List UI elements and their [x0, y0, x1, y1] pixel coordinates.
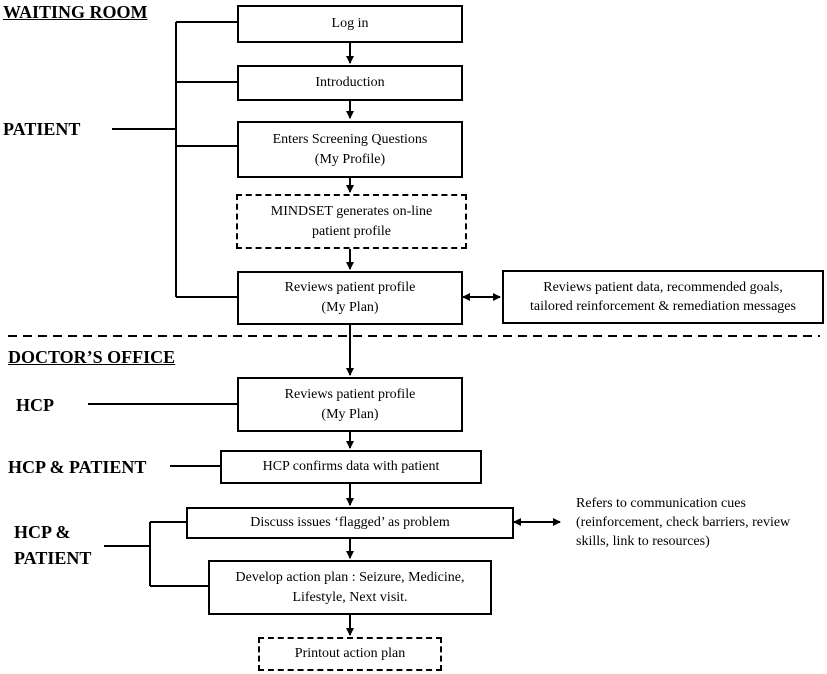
step-reviews-patient-data: Reviews patient data, recommended goals,… — [502, 270, 824, 324]
step-mindset-line2: patient profile — [312, 223, 391, 239]
step-refers-line2: (reinforcement, check barriers, review — [576, 514, 791, 530]
step-hcp-reviews-line2: (My Plan) — [321, 406, 379, 422]
step-screening-line1: Enters Screening Questions — [272, 131, 428, 147]
step-screening-questions: Enters Screening Questions (My Profile) — [237, 121, 463, 178]
step-reviews-patient-line1: Reviews patient profile — [284, 280, 416, 295]
step-reviews-patient-profile: Reviews patient profile (My Plan) — [237, 271, 463, 325]
step-introduction-label: Introduction — [315, 75, 385, 90]
step-printout-action-plan: Printout action plan — [258, 637, 442, 671]
step-hcp-reviews-line1: Reviews patient profile — [284, 386, 416, 402]
role-hcp-patient-2-line1: HCP & — [14, 522, 71, 542]
step-discuss-issues: Discuss issues ‘flagged’ as problem — [186, 507, 514, 539]
role-hcp-patient-2-line2: PATIENT — [14, 548, 92, 568]
step-hcp-reviews-profile: Reviews patient profile (My Plan) — [237, 377, 463, 432]
step-mindset-generates: MINDSET generates on-line patient profil… — [236, 194, 467, 249]
step-hcp-confirms-data: HCP confirms data with patient — [220, 450, 482, 484]
step-printout-label: Printout action plan — [294, 646, 406, 661]
step-reviews-data-line2: tailored reinforcement & remediation mes… — [530, 299, 796, 314]
step-action-plan-line2: Lifestyle, Next visit. — [292, 589, 408, 605]
step-refers-line3: skills, link to resources) — [576, 533, 710, 549]
role-hcp-patient-2: HCP & PATIENT — [14, 519, 91, 571]
step-action-plan-line1: Develop action plan : Seizure, Medicine, — [235, 569, 465, 585]
step-refers-communication-cues: Refers to communication cues (reinforcem… — [562, 490, 824, 554]
step-reviews-data-line1: Reviews patient data, recommended goals, — [543, 280, 783, 295]
step-mindset-line1: MINDSET generates on-line — [270, 203, 433, 219]
step-log-in: Log in — [237, 5, 463, 43]
step-refers-line1: Refers to communication cues — [576, 495, 746, 511]
waiting-room-heading: WAITING ROOM — [3, 2, 148, 22]
step-develop-action-plan: Develop action plan : Seizure, Medicine,… — [208, 560, 492, 615]
step-introduction: Introduction — [237, 65, 463, 101]
step-screening-line2: (My Profile) — [314, 151, 386, 167]
role-hcp: HCP — [16, 395, 54, 415]
step-reviews-patient-line2: (My Plan) — [321, 300, 379, 315]
step-discuss-issues-label: Discuss issues ‘flagged’ as problem — [250, 515, 450, 530]
role-hcp-patient-1: HCP & PATIENT — [8, 457, 147, 477]
step-log-in-label: Log in — [331, 16, 369, 31]
doctors-office-heading: DOCTOR’S OFFICE — [8, 347, 176, 367]
role-patient: PATIENT — [3, 119, 81, 139]
step-hcp-confirms-label: HCP confirms data with patient — [262, 459, 440, 474]
